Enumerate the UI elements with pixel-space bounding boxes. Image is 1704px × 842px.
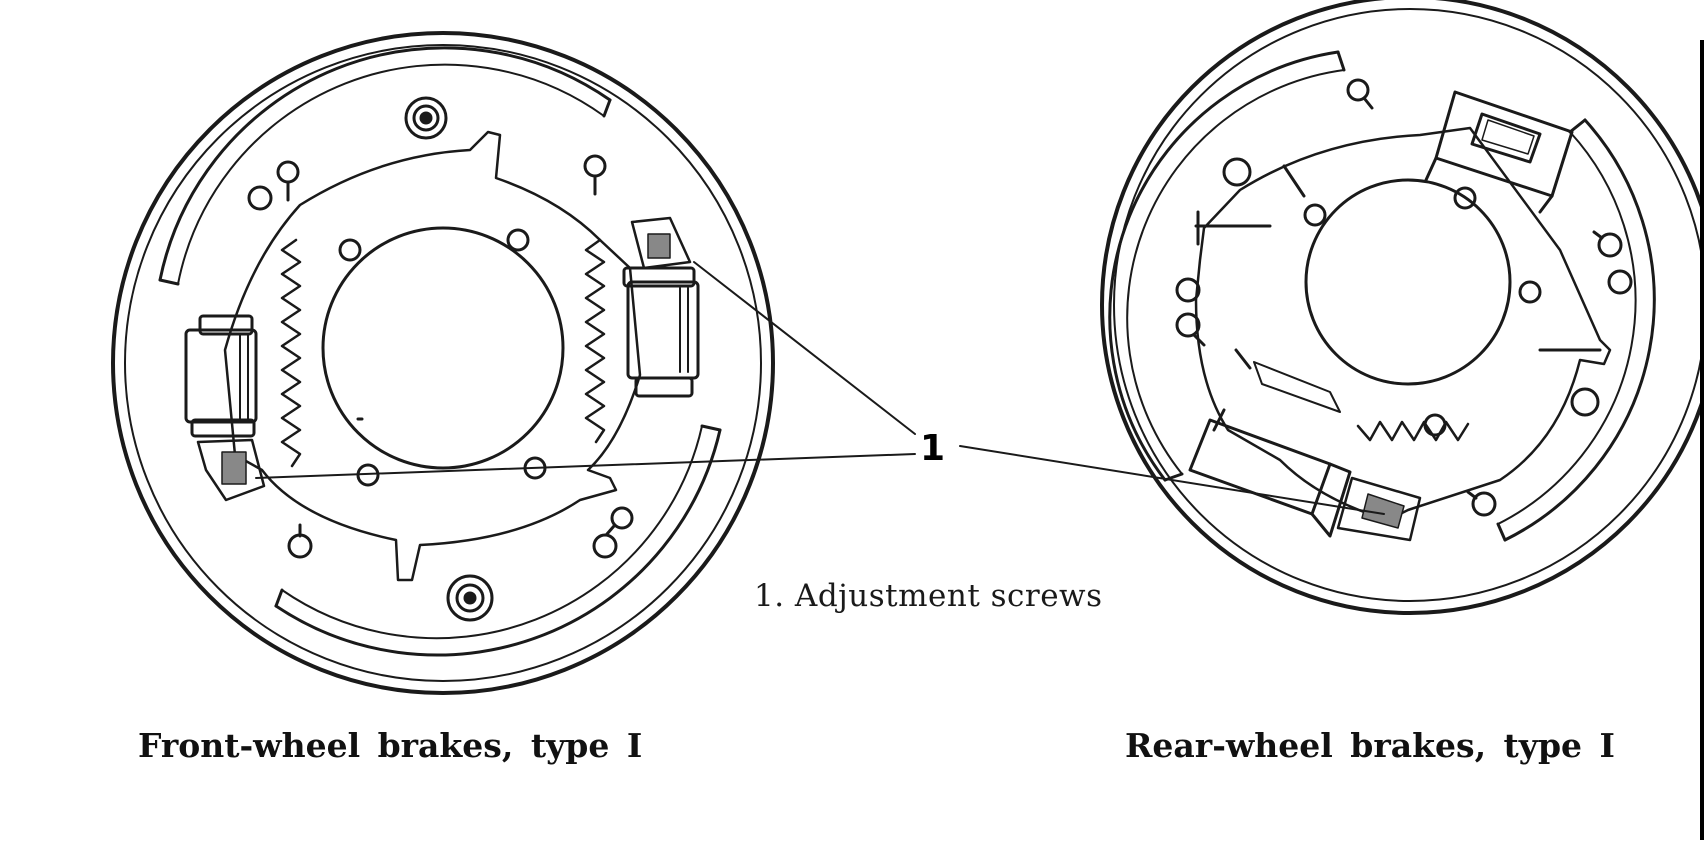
- front-upper-shoe-lining-inner: [177, 63, 605, 285]
- front-anchor-pin-top: [404, 96, 448, 140]
- front-right-return-spring: [584, 238, 606, 444]
- rear-right-shoe-lining-inner: [1497, 131, 1637, 525]
- callout-leader-lines: [255, 261, 1385, 515]
- front-left-wheel-cylinder: [184, 314, 266, 502]
- front-lower-shoe-lining-inner: [281, 425, 703, 640]
- rear-backing-plate-inner-rim: [1113, 8, 1704, 602]
- front-shoe-web: [223, 130, 642, 582]
- front-left-return-spring: [280, 238, 302, 468]
- rear-right-shoe-lining: [1503, 118, 1656, 542]
- rear-hub-opening: [1304, 178, 1512, 386]
- leader-to-rear-adjuster: [959, 445, 1385, 515]
- rear-wheel-cylinder: [1188, 408, 1422, 542]
- rear-upper-shoe-lining-inner: [1126, 69, 1345, 475]
- front-backing-plate-rim: [111, 31, 775, 695]
- front-lower-shoe-lining: [274, 428, 722, 657]
- leader-to-front-right-adjuster: [693, 261, 916, 435]
- front-right-wheel-cylinder: [622, 216, 700, 398]
- rear-return-spring: [1356, 420, 1470, 442]
- page-edge-border: [1700, 40, 1704, 840]
- rear-upper-shoe-lining: [1108, 50, 1340, 482]
- front-hub-bolt-hole: [338, 238, 362, 262]
- front-upper-shoe-lining: [158, 46, 612, 282]
- callout-number: 1: [920, 428, 945, 469]
- rear-shoe-web: [1194, 126, 1612, 522]
- rear-parking-lever-block: [1424, 90, 1574, 214]
- front-hub-bolt-hole: [506, 228, 530, 252]
- front-hub-opening: [321, 226, 565, 470]
- front-backing-plate-inner-rim: [124, 44, 762, 682]
- front-wheel-brake-drawing: [111, 31, 775, 695]
- rear-hub-bolt-hole: [1423, 413, 1447, 437]
- rear-hub-bolt-hole: [1453, 186, 1477, 210]
- rear-backing-plate-rim: [1100, 0, 1704, 615]
- callout-legend: 1. Adjustment screws: [754, 578, 1103, 614]
- rear-hub-bolt-hole: [1303, 203, 1327, 227]
- rear-wheel-brake-drawing: [1100, 0, 1704, 615]
- rear-wheel-caption: Rear-wheel brakes, type I: [1125, 726, 1615, 765]
- rear-hub-bolt-hole: [1518, 280, 1542, 304]
- rear-hold-down-pins: [1175, 78, 1633, 517]
- front-wheel-caption: Front-wheel brakes, type I: [138, 726, 643, 765]
- leader-to-front-left-adjuster: [255, 453, 916, 479]
- front-hold-down-pins: [247, 154, 634, 559]
- front-anchor-pin-bottom: [446, 574, 494, 622]
